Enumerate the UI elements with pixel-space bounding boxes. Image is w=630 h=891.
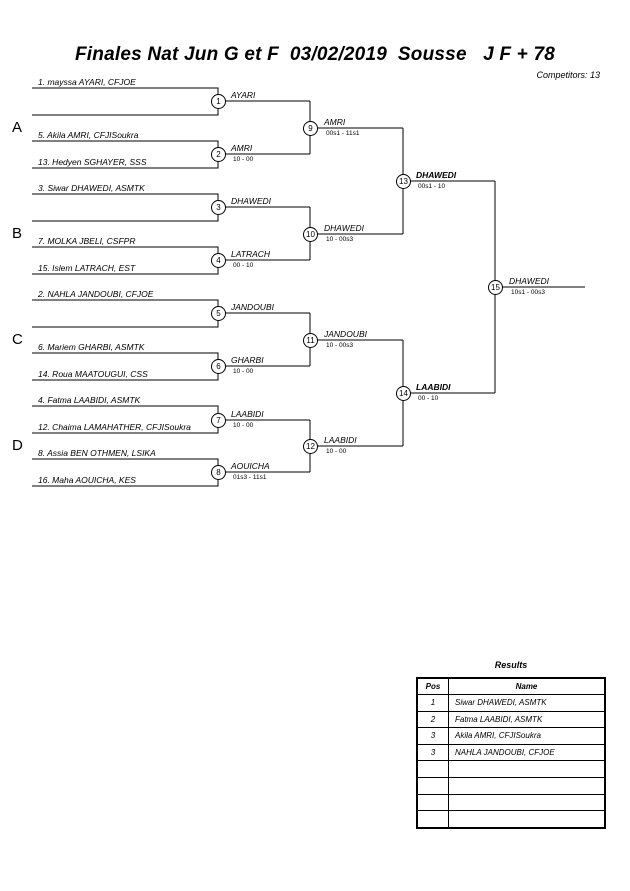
match-14-score: 00 - 10 [418,395,439,402]
entry-16: 16. Maha AOUICHA, KES [38,475,136,485]
match-7-winner: LAABIDI [231,409,264,419]
match-13-number: 13 [396,174,411,189]
match-11-winner: JANDOUBI [324,329,367,339]
result-name [448,776,606,795]
match-4-number: 4 [211,253,226,268]
match-11-score: 10 - 00s3 [326,342,354,349]
match-12-winner: LAABIDI [324,435,357,445]
result-name [448,810,606,829]
match-1-winner: AYARI [231,90,256,100]
match-4-score: 00 - 10 [233,262,254,269]
match-3-number: 3 [211,200,226,215]
result-pos: 3 [416,743,449,762]
result-pos: 2 [416,710,449,729]
match-9-score: 00s1 - 11s1 [326,130,360,137]
entry-4: 4. Fatma LAABIDI, ASMTK [38,395,141,405]
entry-8: 8. Assia BEN OTHMEN, LSIKA [38,448,156,458]
result-name: Akila AMRI, CFJISoukra [448,727,606,745]
match-8-score: 01s3 - 11s1 [233,474,267,481]
results-header-row: Pos Name [416,677,606,695]
result-pos [416,760,449,778]
match-9-number: 9 [303,121,318,136]
entry-3: 3. Siwar DHAWEDI, ASMTK [38,183,145,193]
competitors-count: Competitors: 13 [536,70,600,80]
entry-7: 7. MOLKA JBELI, CSFPR [38,236,136,246]
match-7-score: 10 - 00 [233,422,254,429]
result-name [448,760,606,778]
results-title: Results [494,660,528,670]
pool-label-a: A [12,119,23,136]
result-name: NAHLA JANDOUBI, CFJOE [448,743,606,762]
match-2-number: 2 [211,147,226,162]
match-10-winner: DHAWEDI [324,223,364,233]
match-13-score: 00s1 - 10 [418,183,446,190]
match-13-winner: DHAWEDI [416,170,457,180]
result-pos [416,793,449,812]
pool-label-c: C [12,331,23,348]
match-1-number: 1 [211,94,226,109]
match-15-score: 10s1 - 00s3 [511,289,545,296]
table-row [416,776,606,795]
match-15-winner: DHAWEDI [509,276,549,286]
match-15-number: 15 [488,280,503,295]
result-pos [416,810,449,829]
match-11-number: 11 [303,333,318,348]
entry-14: 14. Roua MAATOUGUI, CSS [38,369,148,379]
match-8-number: 8 [211,465,226,480]
match-10-score: 10 - 00s3 [326,236,354,243]
result-name: Fatma LAABIDI, ASMTK [448,710,606,729]
match-12-score: 10 - 00 [326,448,347,455]
match-3-winner: DHAWEDI [231,196,271,206]
match-9-winner: AMRI [324,117,346,127]
entry-2: 2. NAHLA JANDOUBI, CFJOE [38,289,154,299]
match-5-winner: JANDOUBI [231,302,274,312]
match-2-winner: AMRI [231,143,253,153]
entry-6: 6. Mariem GHARBI, ASMTK [38,342,145,352]
match-4-winner: LATRACH [231,249,271,259]
match-10-number: 10 [303,227,318,242]
match-14-winner: LAABIDI [416,382,451,392]
entry-15: 15. Islem LATRACH, EST [38,263,136,273]
pool-label-d: D [12,437,23,454]
table-row [416,760,606,778]
result-name [448,793,606,812]
match-6-winner: GHARBI [231,355,264,365]
table-row [416,793,606,812]
results-header-pos: Pos [416,677,449,695]
result-pos: 3 [416,727,449,745]
match-5-number: 5 [211,306,226,321]
entry-1: 1. mayssa AYARI, CFJOE [38,77,136,87]
match-2-score: 10 - 00 [233,156,254,163]
match-8-winner: AOUICHA [231,461,270,471]
entry-12: 12. Chaima LAMAHATHER, CFJISoukra [38,422,191,432]
match-12-number: 12 [303,439,318,454]
page-title: Finales Nat Jun G et F 03/02/2019 Sousse… [74,44,555,65]
pool-label-b: B [12,225,23,242]
results-header-name: Name [448,677,606,695]
entry-5: 5. Akila AMRI, CFJISoukra [38,130,139,140]
table-row [416,810,606,829]
match-6-number: 6 [211,359,226,374]
entry-13: 13. Hedyen SGHAYER, SSS [38,157,147,167]
result-pos: 1 [416,694,449,712]
match-7-number: 7 [211,413,226,428]
result-pos [416,776,449,795]
match-6-score: 10 - 00 [233,368,254,375]
result-name: Siwar DHAWEDI, ASMTK [448,694,606,712]
match-14-number: 14 [396,386,411,401]
